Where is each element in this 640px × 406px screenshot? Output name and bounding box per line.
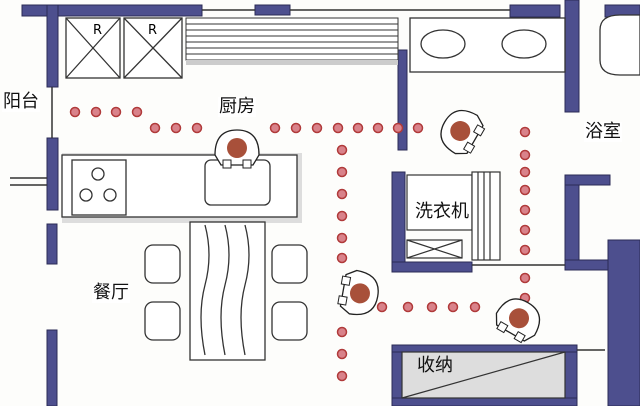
path-dot: [336, 188, 348, 200]
path-dot: [519, 184, 531, 196]
path-dot: [392, 122, 404, 134]
washer-closet: [406, 171, 501, 261]
label-kitchen: 厨房: [218, 96, 256, 117]
person-icon: [214, 129, 260, 169]
top-counter: [185, 17, 399, 65]
path-dot: [269, 122, 281, 134]
path-dot: [149, 122, 161, 134]
dining-table: [144, 221, 308, 361]
label-washing-machine: 洗衣机: [415, 201, 469, 222]
fridges: [65, 17, 183, 79]
label-bathroom: 浴室: [584, 121, 622, 142]
path-dot: [131, 106, 143, 118]
label-dining: 餐厅: [92, 282, 130, 303]
path-dot: [402, 301, 414, 313]
path-dot: [90, 106, 102, 118]
path-dot: [352, 122, 364, 134]
path-dot: [290, 122, 302, 134]
path-dot: [519, 149, 531, 161]
label-balcony: 阳台: [2, 91, 40, 112]
person-icon: [440, 109, 486, 155]
path-dot: [191, 122, 203, 134]
path-dot: [519, 204, 531, 216]
path-dot: [170, 122, 182, 134]
path-dot: [336, 232, 348, 244]
path-dot: [336, 166, 348, 178]
path-dot: [372, 122, 384, 134]
path-dot: [519, 224, 531, 236]
path-dot: [336, 210, 348, 222]
path-dot: [332, 122, 344, 134]
path-dot: [336, 144, 348, 156]
path-dot: [412, 122, 424, 134]
fridge-mark: R: [148, 23, 157, 38]
walking-path: [69, 106, 531, 382]
path-dot: [311, 122, 323, 134]
bathroom-sinks: [409, 14, 640, 76]
fridge-mark: R: [93, 23, 102, 38]
kitchen-island: [61, 153, 302, 223]
storage-cabinet: [401, 351, 566, 399]
wall-lines: [10, 9, 605, 351]
path-dot: [519, 244, 531, 256]
path-dot: [447, 301, 459, 313]
path-dot: [519, 126, 531, 138]
path-dot: [69, 106, 81, 118]
label-storage: 收纳: [417, 355, 453, 376]
path-dot: [469, 301, 481, 313]
path-dot: [519, 166, 531, 178]
person-icon: [495, 298, 541, 344]
path-dot: [376, 301, 388, 313]
person-icon: [337, 269, 379, 316]
people: [214, 109, 541, 344]
path-dot: [336, 326, 348, 338]
path-dot: [336, 348, 348, 360]
path-dot: [336, 370, 348, 382]
path-dot: [336, 252, 348, 264]
path-dot: [519, 272, 531, 284]
walls: [21, 0, 640, 406]
path-dot: [426, 301, 438, 313]
path-dot: [110, 106, 122, 118]
